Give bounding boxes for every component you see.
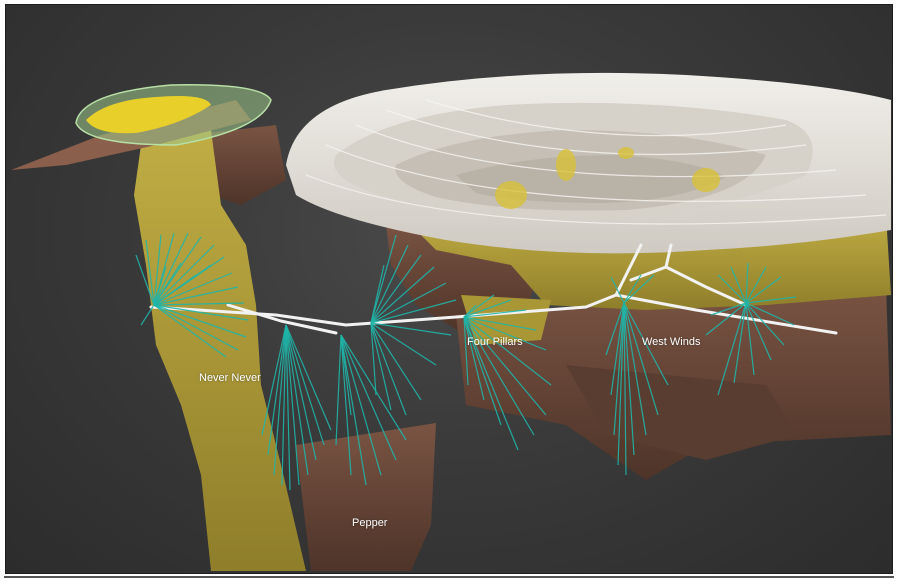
decline-drives <box>149 243 838 335</box>
open-pit-shell <box>286 72 891 254</box>
bottom-rule <box>4 576 894 578</box>
mine-3d-scene <box>11 72 891 571</box>
surface-plate <box>11 84 272 170</box>
label-never-never: Never Never <box>199 372 261 384</box>
label-four-pillars: Four Pillars <box>467 336 523 348</box>
drillhole-fans <box>135 232 797 491</box>
label-west-winds: West Winds <box>642 336 701 348</box>
label-pepper: Pepper <box>352 517 388 529</box>
mine-model-viewport: Four Pillars West Winds Never Never Pepp… <box>5 4 893 574</box>
